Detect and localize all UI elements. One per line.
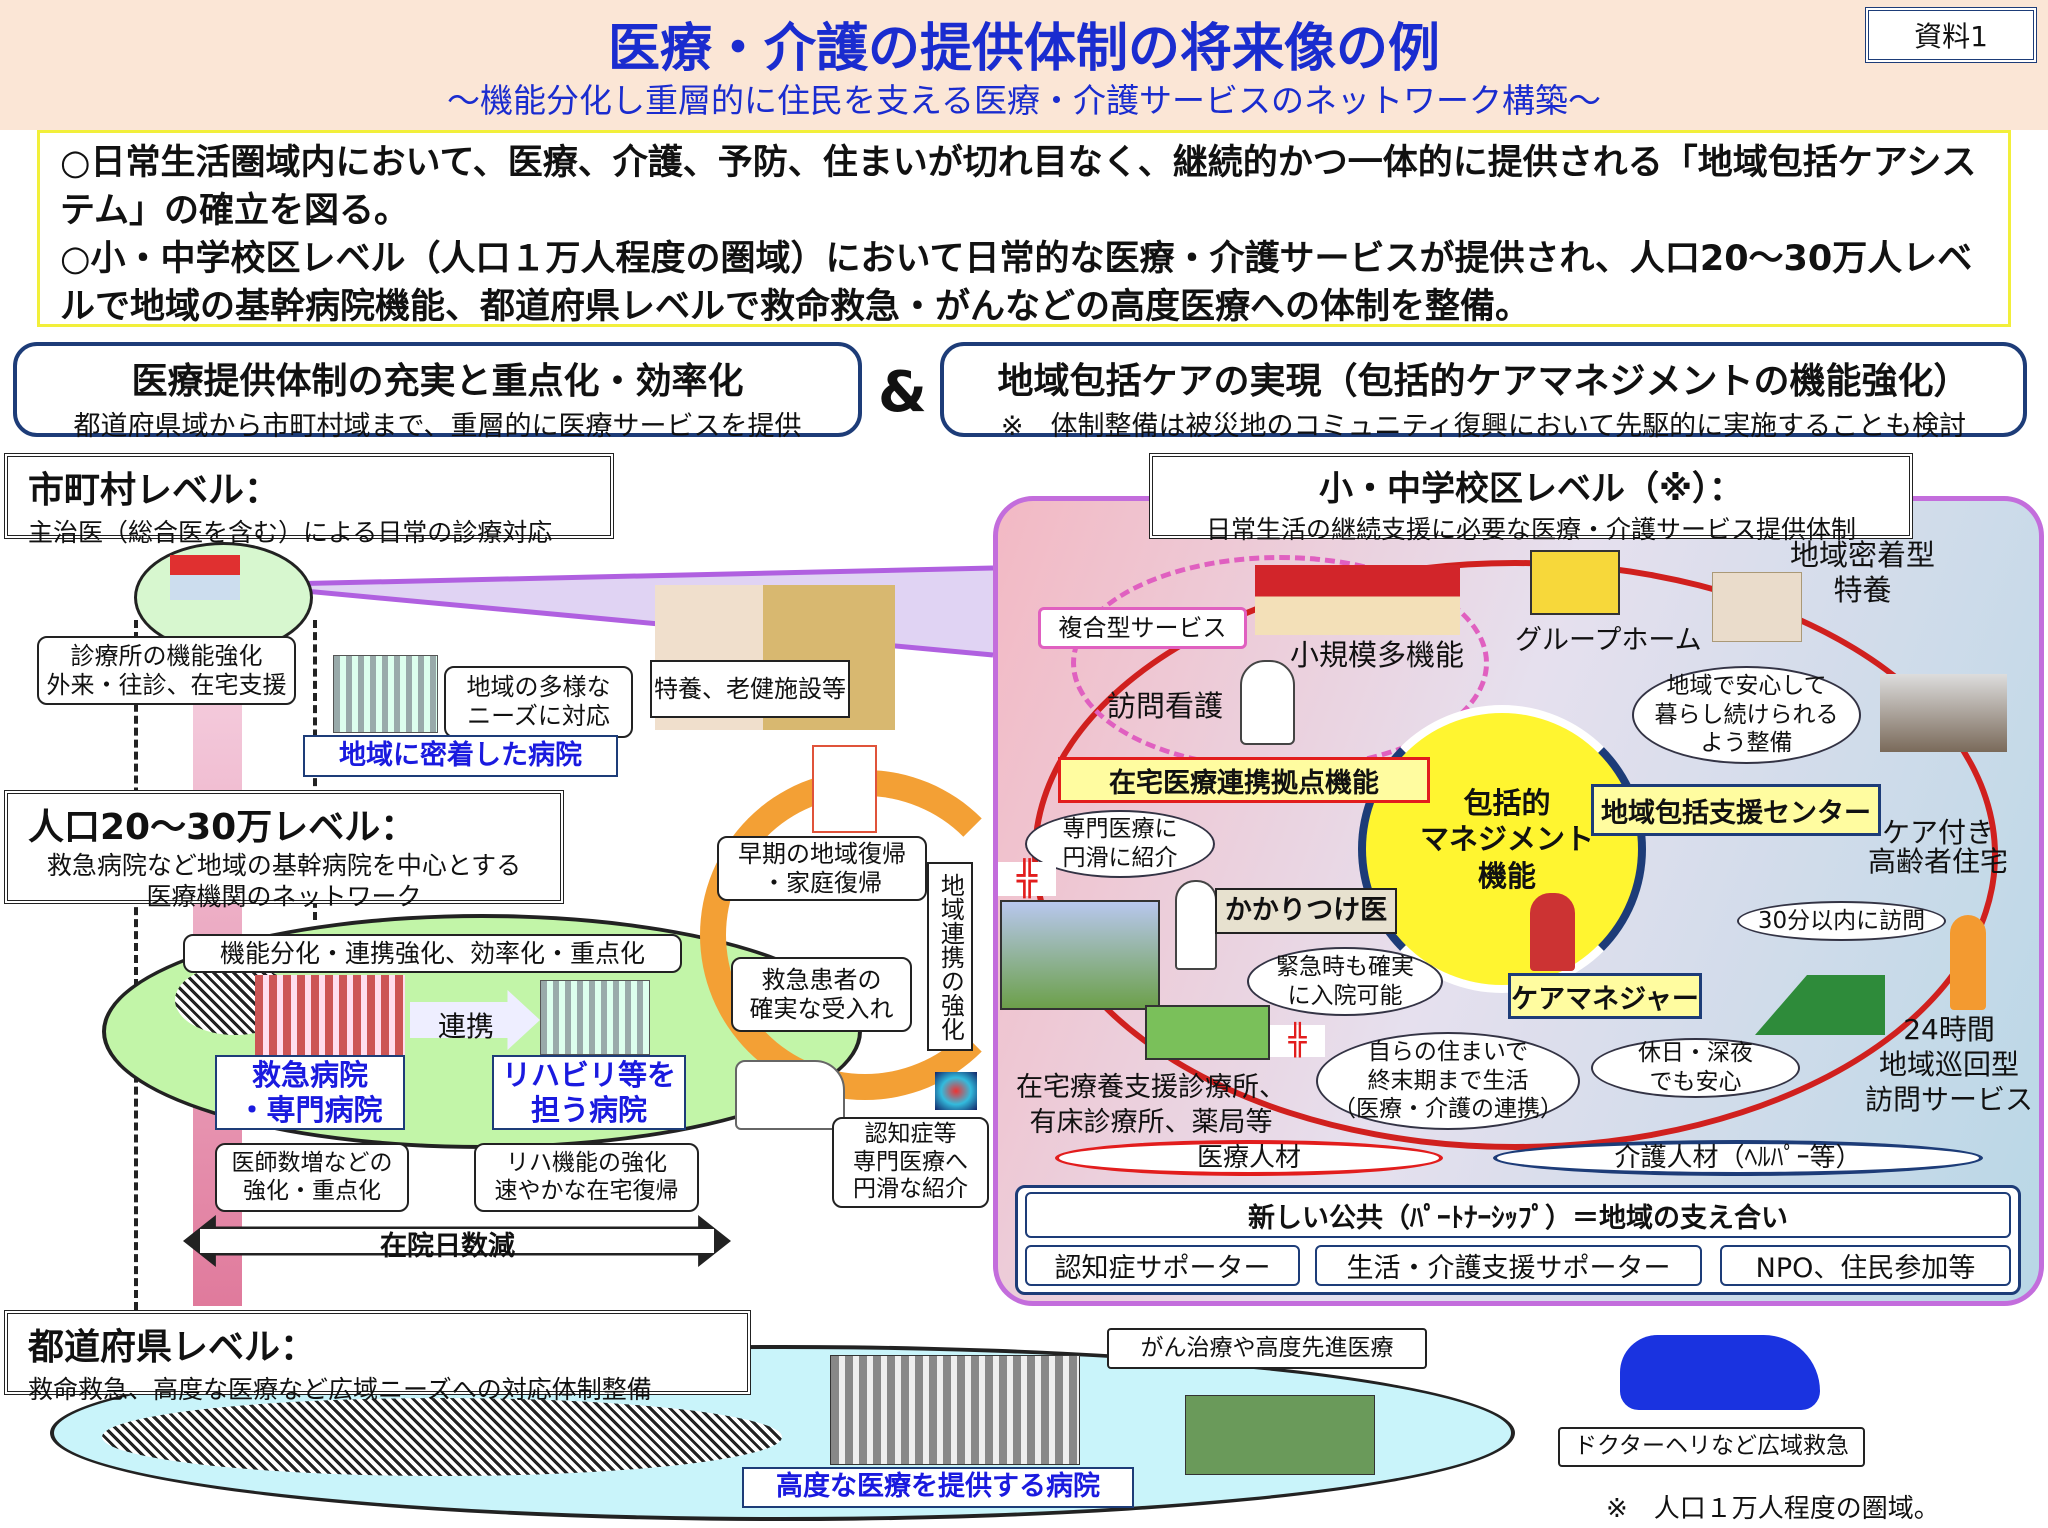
referral-bubble: 専門医療に 円滑に紹介	[1025, 810, 1215, 878]
rehab-hospital-label: リハビリ等を 担う病院	[492, 1055, 686, 1130]
home-medical-hub-box: 在宅医療連携拠点機能	[1058, 757, 1430, 803]
own-home-bubble: 自らの住まいで 終末期まで生活 （医療・介護の連携）	[1316, 1032, 1580, 1130]
holiday-bubble: 休日・深夜 でも安心	[1591, 1038, 1800, 1098]
new-public-label: 新しい公共（ﾊﾟｰﾄﾅｰｼｯﾌﾟ）＝地域の支え合い	[1025, 1192, 2011, 1238]
care-staff-ellipse: 介護人材（ﾍﾙﾊﾟｰ等）	[1493, 1140, 1983, 1176]
link-label: 連携	[438, 1010, 495, 1043]
care-manager-icon	[1530, 893, 1575, 971]
doc-label: 資料1	[1865, 7, 2037, 63]
nursing-facility-box: 特養、老健施設等	[650, 660, 850, 718]
header-band	[0, 0, 2048, 130]
right-banner-title: 地域包括ケアの実現（包括的ケアマネジメントの機能強化）	[997, 361, 1970, 402]
care-housing-label: ケア付き 高齢者住宅	[1868, 816, 2009, 879]
regional-level-box: 人口20～30万レベル： 救急病院など地域の基幹病院を中心とする 医療機関のネッ…	[4, 790, 564, 911]
regional-coop-box: 地域連携の強化	[927, 862, 973, 1051]
page-title: 医療・介護の提供体制の将来像の例	[607, 19, 1440, 79]
left-banner-sub: 都道府県域から市町村域まで、重層的に医療サービスを提供	[73, 411, 802, 442]
elderly-person-icon	[812, 745, 877, 833]
small-multi-icon	[1255, 565, 1460, 635]
dash-line-left	[134, 620, 138, 1310]
emergency-hospital-icon	[255, 975, 405, 1055]
ampersand: &	[878, 360, 927, 425]
group-home-icon	[1530, 550, 1620, 615]
right-banner-sub: ※ 体制整備は被災地のコミュニティ復興において先駆的に実施することも検討	[1000, 411, 1967, 442]
school-level-title: 小・中学校区レベル（※）：	[1318, 469, 1744, 509]
doctor-increase-box: 医師数増などの 強化・重点化	[215, 1143, 409, 1212]
doctor-heli-box: ドクターヘリなど広域救急	[1558, 1427, 1865, 1467]
functions-box: 機能分化・連携強化、効率化・重点化	[183, 934, 682, 973]
family-doctor-box: かかりつけ医	[1215, 888, 1397, 934]
tokuyo-label: 地域密着型 特養	[1790, 538, 1936, 607]
clinic-icon	[170, 555, 240, 600]
regional-title: 人口20～30万レベル：	[28, 807, 417, 848]
summary-line-2: ○小・中学校区レベル（人口１万人程度の圏域）において日常的な医療・介護サービスが…	[60, 239, 1973, 327]
small-multi-label: 小規模多機能	[1290, 638, 1465, 672]
clinic-function-box: 診療所の機能強化 外来・往診、在宅支援	[37, 636, 296, 705]
family-doctor-icon	[1175, 880, 1217, 970]
medical-staff-ellipse: 医療人材	[1055, 1140, 1443, 1176]
ambulance-icon	[735, 1060, 845, 1130]
diverse-needs-box: 地域の多様な ニーズに対応	[444, 666, 633, 738]
emergency-hospital-label: 救急病院 ・専門病院	[215, 1055, 405, 1130]
care-housing-photo	[1880, 674, 2007, 752]
helper-icon	[1950, 915, 1986, 1010]
tokuyo-icon	[1712, 572, 1802, 642]
cancer-treatment-box: がん治療や高度先進医療	[1107, 1328, 1427, 1369]
left-banner-title: 医療提供体制の充実と重点化・効率化	[131, 361, 744, 402]
clinic-house-icon	[1145, 1005, 1270, 1060]
stay-reduction-inner	[200, 1229, 714, 1253]
summary-line-1: ○日常生活圏域内において、医療、介護、予防、住まいが切れ目なく、継続的かつ一体的…	[60, 143, 1977, 231]
summary-box: ○日常生活圏域内において、医療、介護、予防、住まいが切れ目なく、継続的かつ一体的…	[37, 130, 2011, 327]
visit-nurse-label: 訪問看護	[1107, 689, 1224, 723]
prefecture-sub: 救命救急、高度な医療など広域ニーズへの対応体制整備	[28, 1375, 652, 1404]
advanced-hospital-icon	[830, 1355, 1080, 1465]
advanced-hospital-label: 高度な医療を提供する病院	[742, 1467, 1134, 1508]
management-label: 包括的 マネジメント 機能	[1419, 786, 1594, 893]
brain-scan-icon	[935, 1072, 977, 1110]
supporter-life-care: 生活・介護支援サポーター	[1315, 1245, 1702, 1286]
prefecture-title: 都道府県レベル：	[28, 1327, 317, 1368]
school-level-sub: 日常生活の継続支援に必要な医療・介護サービス提供体制	[1205, 515, 1856, 544]
stay-reduction-label: 在院日数減	[380, 1231, 515, 1262]
supporter-npo: NPO、住民参加等	[1720, 1245, 2011, 1286]
municipal-sub: 主治医（総合医を含む）による日常の診療対応	[28, 518, 553, 547]
footnote: ※ 人口１万人程度の圏域。	[1606, 1494, 1940, 1524]
clinics-label: 在宅療養支援診療所、 有床診療所、薬局等	[1016, 1072, 1286, 1139]
care-manager-box: ケアマネジャー	[1508, 973, 1702, 1019]
visit-30min-bubble: 30分以内に訪問	[1737, 901, 1946, 941]
emergency-admission-bubble: 緊急時も確実 に入院可能	[1247, 947, 1443, 1016]
early-return-box: 早期の地域復帰 ・家庭復帰	[717, 836, 927, 901]
supporter-dementia: 認知症サポーター	[1025, 1245, 1300, 1286]
community-hospital-icon	[333, 655, 438, 733]
complex-service-label: 複合型サービス	[1038, 607, 1247, 649]
municipal-title: 市町村レベル：	[28, 470, 281, 511]
municipal-level-box: 市町村レベル： 主治医（総合医を含む）による日常の診療対応	[4, 453, 614, 547]
community-support-center-box: 地域包括支援センター	[1591, 784, 1881, 836]
patrol-service-label: 24時間 地域巡回型 訪問サービス	[1865, 1013, 2034, 1116]
prefecture-level-box: 都道府県レベル： 救命救急、高度な医療など広域ニーズへの対応体制整備	[4, 1310, 751, 1404]
management-circle	[1358, 705, 1646, 993]
clinic-cross-icon: ╬	[1270, 1025, 1325, 1057]
heliport-icon	[1185, 1395, 1375, 1475]
rehab-hospital-icon	[540, 980, 650, 1055]
live-on-bubble: 地域で安心して 暮らし続けられる よう整備	[1632, 666, 1861, 764]
nurse-icon	[1240, 660, 1295, 745]
group-home-label: グループホーム	[1515, 625, 1702, 656]
prefecture-hatched	[102, 1398, 782, 1476]
left-banner: 医療提供体制の充実と重点化・効率化 都道府県域から市町村域まで、重層的に医療サー…	[13, 342, 862, 442]
regional-sub: 救急病院など地域の基幹病院を中心とする 医療機関のネットワーク	[46, 851, 522, 912]
helicopter-icon	[1620, 1335, 1820, 1410]
right-banner: 地域包括ケアの実現（包括的ケアマネジメントの機能強化） ※ 体制整備は被災地のコ…	[940, 342, 2027, 442]
rehab-function-box: リハ機能の強化 速やかな在宅復帰	[474, 1143, 699, 1212]
page-subtitle: ～機能分化し重層的に住民を支える医療・介護サービスのネットワーク構築～	[446, 81, 1601, 120]
school-level-box: 小・中学校区レベル（※）： 日常生活の継続支援に必要な医療・介護サービス提供体制	[1149, 453, 1913, 544]
dementia-referral-box: 認知症等 専門医療へ 円滑な紹介	[832, 1117, 989, 1208]
community-hospital-label: 地域に密着した病院	[303, 735, 618, 777]
emergency-accept-box: 救急患者の 確実な受入れ	[731, 957, 912, 1032]
